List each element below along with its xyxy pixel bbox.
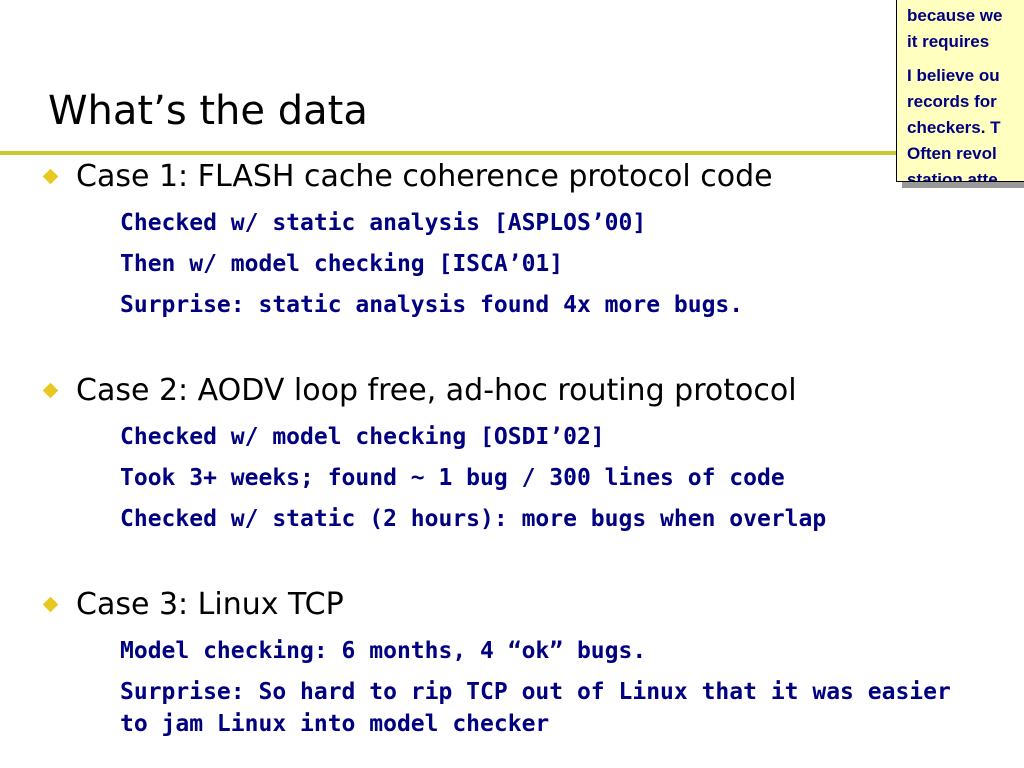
bullet-text: Case 3: Linux TCP <box>76 587 344 622</box>
note-line: station atte <box>907 170 998 182</box>
diamond-bullet-icon <box>42 168 59 185</box>
title-divider <box>0 151 1024 155</box>
note-line: checkers. T <box>907 118 1001 137</box>
sub-bullet: Took 3+ weeks; found ~ 1 bug / 300 lines… <box>120 465 785 491</box>
bullet-head: Case 2: AODV loop free, ad-hoc routing p… <box>40 372 1020 412</box>
diamond-bullet-icon <box>42 382 59 399</box>
sub-bullet: Checked w/ static (2 hours): more bugs w… <box>120 506 827 532</box>
note-paragraph: because we it requires <box>907 3 1024 55</box>
bullet-text: Case 2: AODV loop free, ad-hoc routing p… <box>76 373 797 408</box>
note-line: I believe ou <box>907 66 1000 85</box>
note-paragraph: I believe ou records for checkers. T Oft… <box>907 63 1024 182</box>
bullet-head: Case 3: Linux TCP <box>40 586 1020 626</box>
note-line: it requires <box>907 32 990 51</box>
bullet-head: Case 1: FLASH cache coherence protocol c… <box>40 158 1020 198</box>
sub-bullet: Surprise: So hard to rip TCP out of Linu… <box>120 679 951 737</box>
speaker-note-callout: because we it requires I believe ou reco… <box>896 0 1024 182</box>
sub-bullet: Checked w/ model checking [OSDI’02] <box>120 424 605 450</box>
note-line: Often revol <box>907 144 997 163</box>
sub-bullet: Surprise: static analysis found 4x more … <box>120 292 744 318</box>
slide-title: What’s the data <box>48 88 368 134</box>
sub-bullet: Checked w/ static analysis [ASPLOS’00] <box>120 210 647 236</box>
diamond-bullet-icon <box>42 596 59 613</box>
sub-bullet: Model checking: 6 months, 4 “ok” bugs. <box>120 638 647 664</box>
note-line: because we <box>907 6 1003 25</box>
bullet-case-3: Case 3: Linux TCP Model checking: 6 mont… <box>40 586 1020 740</box>
bullet-text: Case 1: FLASH cache coherence protocol c… <box>76 159 773 194</box>
bullet-case-2: Case 2: AODV loop free, ad-hoc routing p… <box>40 372 1020 535</box>
bullet-case-1: Case 1: FLASH cache coherence protocol c… <box>40 158 1020 321</box>
note-line: records for <box>907 92 997 111</box>
sub-bullet: Then w/ model checking [ISCA’01] <box>120 251 564 277</box>
